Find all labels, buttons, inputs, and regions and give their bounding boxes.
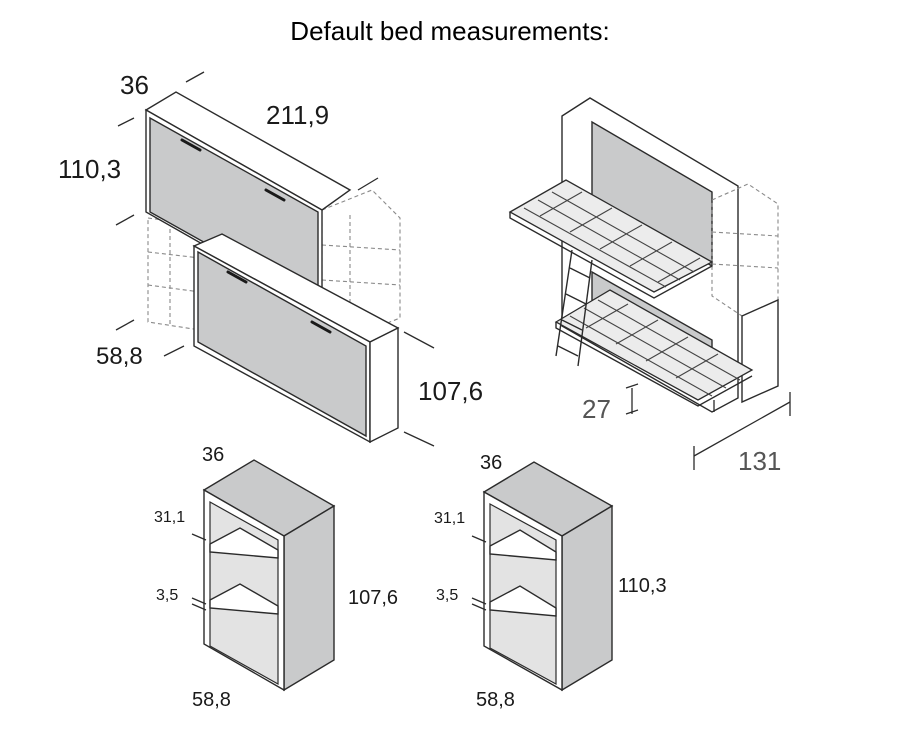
dim-height-top-label: 110,3: [58, 154, 121, 184]
dim-width-label: 211,9: [266, 100, 329, 130]
upper-bed-handle-left: [180, 138, 202, 152]
open-bed-ladder: [555, 249, 593, 367]
dim-tick-depth-a: [117, 117, 135, 127]
dim-tick-cabinet-b: [163, 345, 185, 357]
shelf-cabinet-right: 36 31,1 3,5 110,3 58,8: [434, 452, 667, 711]
dim-tick-width: [357, 177, 379, 191]
dim-tick-height-bottom-b: [403, 431, 435, 447]
dim-clearance-label: 27: [582, 394, 611, 424]
dim-tick-cabinet-a: [115, 319, 135, 331]
upper-bed-handle-right: [264, 188, 286, 202]
dim-cabinet-depth-label: 58,8: [96, 343, 143, 370]
cabinet-left-shelf-2: [209, 583, 279, 615]
dashed-side-module-upper: [321, 189, 401, 339]
cabinet-left-side: [283, 504, 335, 692]
lower-bed-handle-right: [310, 320, 332, 334]
open-bed-lower-frame: [554, 289, 754, 412]
dim-extension-label: 131: [738, 446, 781, 476]
cabinet-left-height: 107,6: [348, 587, 398, 609]
cabinet-right-depth: 36: [480, 452, 502, 474]
cabinet-right-side: [561, 504, 613, 692]
closed-bunk-bed: 36 211,9 110,3 58,8 107,6: [58, 70, 483, 447]
cabinet-left-shelf-1: [209, 527, 279, 559]
dim-depth-label: 36: [120, 70, 149, 100]
dim-tick-depth-b: [185, 71, 205, 83]
cabinet-left-depth: 36: [202, 444, 224, 466]
cabinet-right-shelf-1: [489, 529, 557, 561]
cabinet-right-shelf-thickness: 3,5: [436, 587, 458, 604]
cabinet-right-shelf-gap: 31,1: [434, 510, 465, 527]
open-bunk-bed: 27 131: [508, 97, 791, 476]
lower-bed-front-panel: [197, 250, 367, 438]
cabinet-left-width: 58,8: [192, 689, 231, 711]
open-bed-upper-frame: [508, 179, 714, 299]
cabinet-left-shelf-thickness: 3,5: [156, 587, 178, 604]
shelf-cabinet-left: 36 31,1 3,5 107,6 58,8: [154, 444, 398, 711]
dim-line-extension: [693, 401, 791, 457]
cabinet-right-width: 58,8: [476, 689, 515, 711]
page-title: Default bed measurements:: [290, 16, 610, 46]
open-bed-side-cabinet: [741, 298, 779, 404]
dim-tick-height-top: [115, 214, 135, 226]
cabinet-right-height: 110,3: [618, 575, 667, 597]
cabinet-right-shelf-2: [489, 585, 557, 617]
dim-tick-height-bottom-a: [403, 331, 435, 349]
lower-bed-handle-left: [226, 270, 248, 284]
lower-bed-side: [369, 326, 399, 444]
cabinet-left-shelf-gap: 31,1: [154, 509, 185, 526]
dim-height-bottom-label: 107,6: [418, 376, 483, 406]
